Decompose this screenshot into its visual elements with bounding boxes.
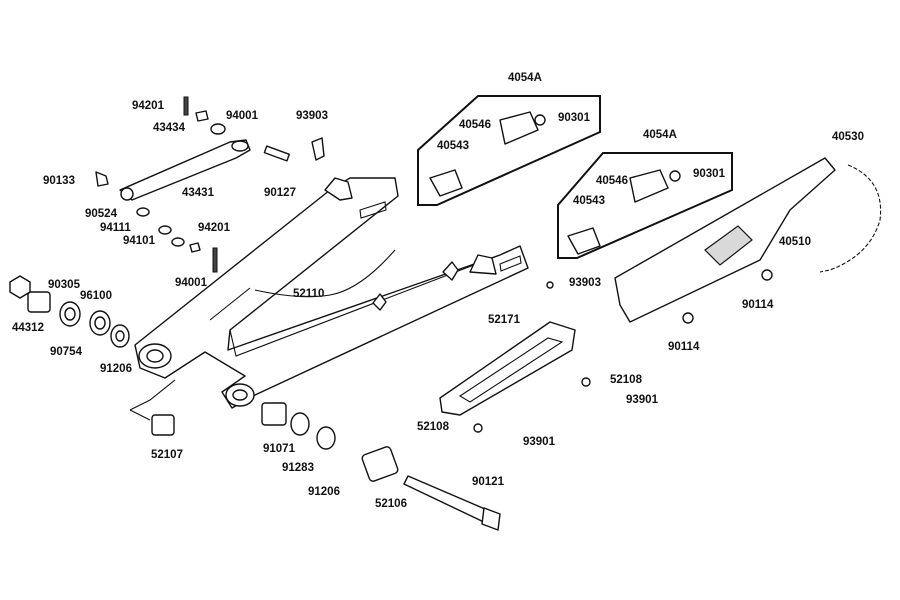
callout-40530: 40530 bbox=[832, 131, 864, 143]
callout-40543-upper: 40543 bbox=[437, 140, 469, 152]
left-bushings bbox=[9, 275, 175, 436]
callout-40510: 40510 bbox=[779, 236, 811, 248]
chain-guard bbox=[614, 157, 836, 324]
callout-52106: 52106 bbox=[375, 498, 407, 510]
callout-94001-top: 94001 bbox=[226, 110, 258, 122]
callout-91206-right: 91206 bbox=[308, 486, 340, 498]
callout-43431: 43431 bbox=[182, 187, 214, 199]
callout-94201-top: 94201 bbox=[132, 100, 164, 112]
callout-43434: 43434 bbox=[153, 122, 185, 134]
callout-96100: 96100 bbox=[80, 290, 112, 302]
callout-93903-top: 93903 bbox=[296, 110, 328, 122]
callout-40546-upper: 40546 bbox=[459, 119, 491, 131]
callout-90114-left: 90114 bbox=[668, 341, 700, 353]
callout-90127: 90127 bbox=[264, 187, 296, 199]
callout-44312: 44312 bbox=[12, 322, 44, 334]
callout-90133: 90133 bbox=[43, 175, 75, 187]
callout-52108-right: 52108 bbox=[610, 374, 642, 386]
callout-4054A-upper: 4054A bbox=[508, 72, 542, 84]
callout-52108-left: 52108 bbox=[417, 421, 449, 433]
callout-90114-right: 90114 bbox=[742, 299, 774, 311]
callout-90301-upper: 90301 bbox=[558, 112, 590, 124]
callout-94101: 94101 bbox=[123, 235, 155, 247]
callout-93903-mid: 93903 bbox=[569, 277, 601, 289]
callout-94111: 94111 bbox=[100, 222, 131, 234]
callout-40543-lower: 40543 bbox=[573, 195, 605, 207]
swingarm bbox=[129, 177, 529, 421]
callout-90121: 90121 bbox=[472, 476, 504, 488]
callout-90301-lower: 90301 bbox=[693, 168, 725, 180]
callout-90524: 90524 bbox=[85, 208, 117, 220]
right-bushings bbox=[261, 402, 501, 531]
callout-52171: 52171 bbox=[488, 314, 520, 326]
callout-91206-left: 91206 bbox=[100, 363, 132, 375]
callout-52110: 52110 bbox=[293, 288, 325, 300]
callout-91283: 91283 bbox=[282, 462, 314, 474]
torque-rod bbox=[119, 139, 251, 201]
callout-93901-right: 93901 bbox=[626, 394, 658, 406]
chain-slider bbox=[439, 281, 591, 433]
callout-93901-left: 93901 bbox=[523, 436, 555, 448]
callout-91071: 91071 bbox=[263, 443, 295, 455]
callout-90754: 90754 bbox=[50, 346, 82, 358]
hardware-small bbox=[95, 96, 325, 273]
callout-94001-mid: 94001 bbox=[175, 277, 207, 289]
callout-90305: 90305 bbox=[48, 279, 80, 291]
drive-chain bbox=[819, 164, 882, 273]
callout-94201-mid: 94201 bbox=[198, 222, 230, 234]
callout-40546-lower: 40546 bbox=[596, 175, 628, 187]
callout-52107: 52107 bbox=[151, 449, 183, 461]
chain-adjuster-kits bbox=[417, 95, 733, 259]
callout-4054A-lower: 4054A bbox=[643, 129, 677, 141]
